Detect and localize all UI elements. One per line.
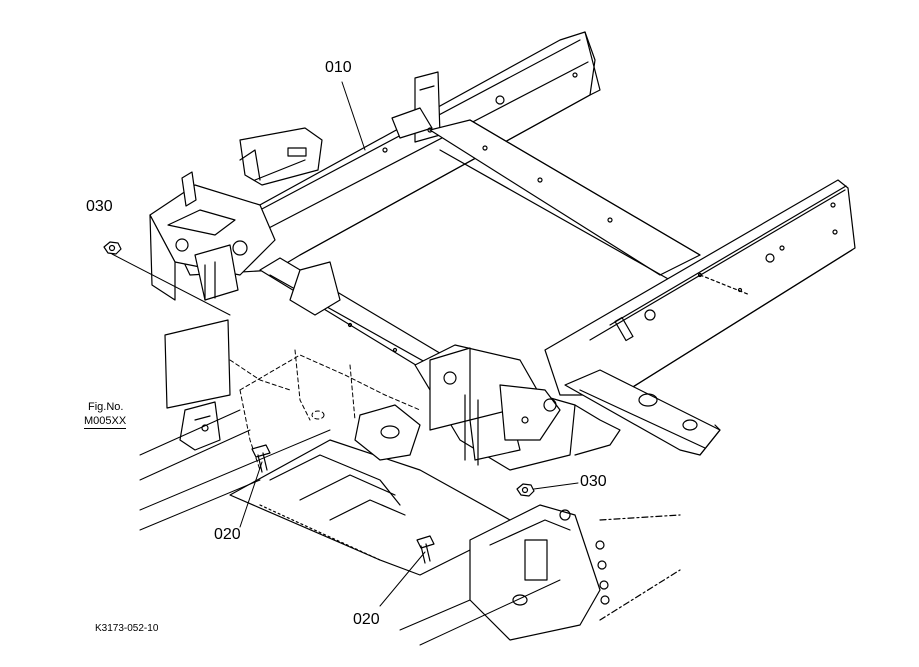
lower-left-bracket	[179, 401, 221, 451]
callout-010: 010	[325, 59, 352, 76]
main-crossbeam	[177, 31, 601, 276]
lower-chassis-ghost	[229, 349, 421, 471]
callout-020-right: 020	[353, 611, 380, 628]
right-rail	[544, 179, 856, 396]
leader-030-right	[533, 482, 579, 490]
left-bracket	[149, 127, 341, 316]
left-cover-plate	[164, 319, 231, 409]
callout-020-left: 020	[214, 526, 241, 543]
bolt-020-right	[416, 535, 435, 564]
bolt-020-left	[251, 444, 271, 473]
nut-030-right	[516, 483, 535, 497]
callout-030-left: 030	[86, 198, 113, 215]
fig-reference-label: Fig.No.	[88, 401, 124, 413]
fig-reference-number[interactable]: M005XX	[84, 415, 127, 429]
leader-030-left	[111, 253, 231, 316]
extension-lines	[139, 409, 561, 646]
drawing-code: K3173-052-10	[95, 623, 159, 634]
leader-lines	[111, 81, 579, 607]
leader-020-left	[239, 461, 263, 528]
nut-030-left	[103, 241, 122, 255]
cross-member	[429, 119, 701, 281]
lower-right-chassis	[469, 504, 681, 641]
right-bracket	[414, 344, 621, 471]
leader-020-right	[379, 551, 426, 607]
leader-010	[341, 81, 366, 151]
callout-030-right: 030	[580, 473, 607, 490]
lower-crossbar	[564, 369, 721, 456]
